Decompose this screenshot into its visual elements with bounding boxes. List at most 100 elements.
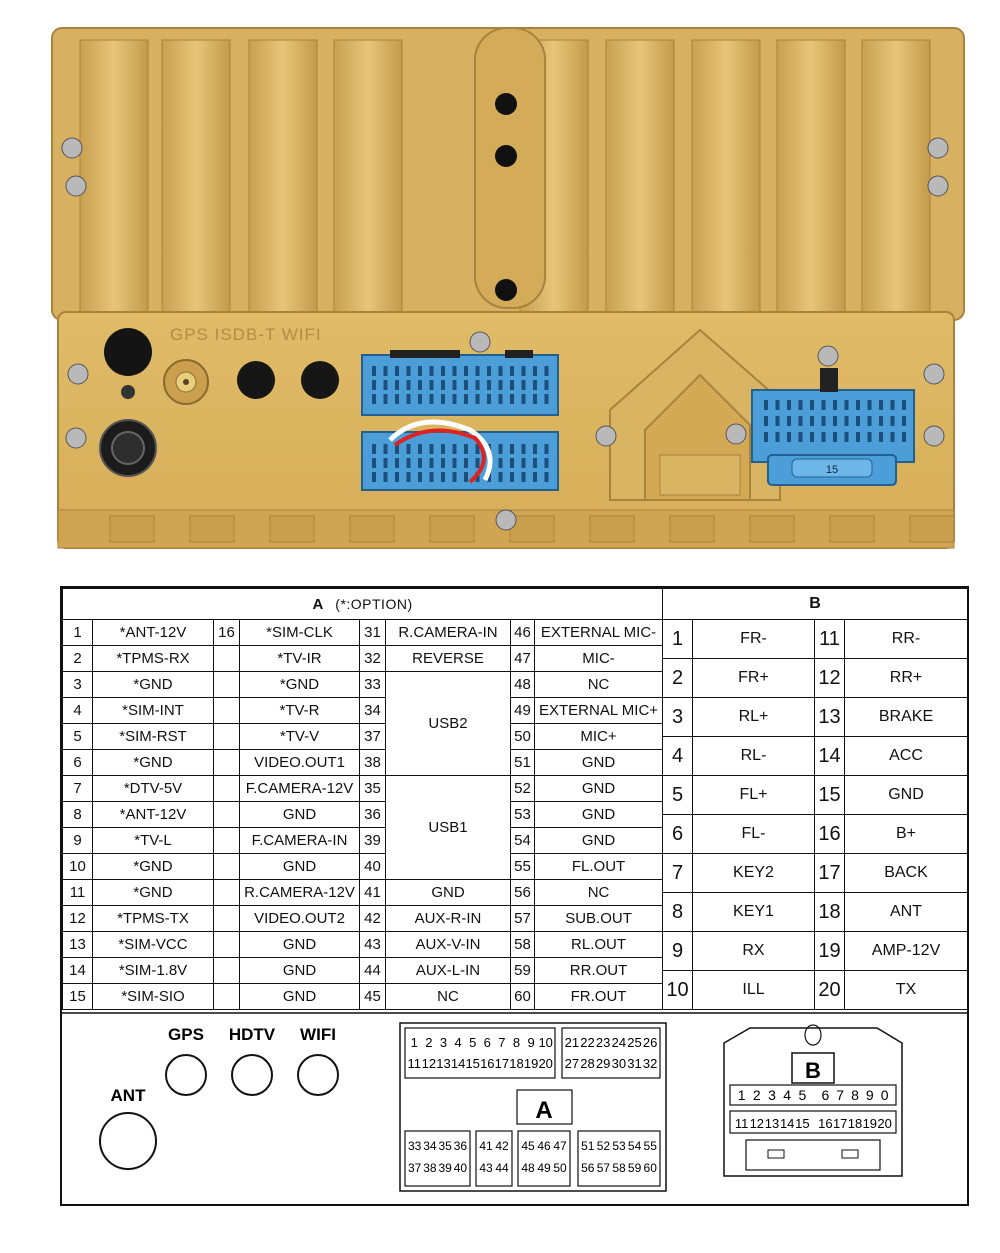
connector-pin <box>372 458 376 468</box>
connector-pin <box>844 432 849 442</box>
pin-function: AUX-R-IN <box>385 905 511 932</box>
fuse-label: 15 <box>826 464 838 476</box>
connector-pin <box>441 366 445 376</box>
pin-label: 18 <box>848 1116 862 1131</box>
pin-label: 1 <box>411 1035 418 1050</box>
connector-pin <box>890 400 895 410</box>
housing-foot <box>429 515 475 543</box>
unit-rear-photo: GPS ISDB-T WIFI 15 <box>0 0 1000 560</box>
mount-hole <box>495 145 517 167</box>
pin-label: 57 <box>597 1161 611 1175</box>
connector-pin <box>544 444 549 454</box>
connector-a-title: A <box>312 595 324 613</box>
screw-icon <box>65 427 87 449</box>
small-hole <box>121 385 135 399</box>
connector-b-label: B <box>805 1058 821 1083</box>
connector-a-label: A <box>535 1097 552 1124</box>
antenna-port-labels: GPS ISDB-T WIFI <box>170 325 322 344</box>
pin-label: 59 <box>628 1161 642 1175</box>
pin-label: 3 <box>440 1035 447 1050</box>
hdtv-label: HDTV <box>229 1025 276 1044</box>
heatsink-fin <box>605 39 675 313</box>
pin-number: 56 <box>510 879 535 906</box>
connector-pin <box>544 472 549 482</box>
pin-label: 19 <box>863 1116 877 1131</box>
connector-pin <box>787 432 791 442</box>
connector-pin <box>395 380 399 390</box>
connector-pin <box>510 458 514 468</box>
connector-pin <box>775 416 780 426</box>
pin-number: 47 <box>510 645 535 672</box>
mount-hole <box>495 93 517 115</box>
pin-label: 45 <box>521 1139 535 1153</box>
pin-function: GND <box>533 775 664 802</box>
pin-label: 0 <box>881 1087 889 1103</box>
pin-label: 30 <box>612 1056 626 1071</box>
pin-number: 40 <box>359 853 386 880</box>
pin-label: 3 <box>768 1087 776 1103</box>
connector-pin <box>487 366 491 376</box>
connector-b-photo[interactable]: 15 <box>751 368 915 486</box>
connector-pin <box>521 380 526 390</box>
pin-number: 60 <box>510 983 535 1010</box>
connector-pin <box>372 444 376 454</box>
screw-icon <box>67 363 89 385</box>
pin-function: VIDEO.OUT2 <box>239 905 360 932</box>
pin-number: 48 <box>510 671 535 698</box>
pin-number: 46 <box>510 619 535 646</box>
pin-number: 6 <box>662 814 693 854</box>
connector-pin <box>798 416 803 426</box>
pin-number: 50 <box>510 723 535 750</box>
connector-pin <box>475 444 480 454</box>
pin-function: ANT <box>844 892 968 932</box>
pin-label: 38 <box>423 1161 437 1175</box>
connector-pin <box>464 380 468 390</box>
connector-pin <box>867 416 872 426</box>
connector-pin <box>452 380 457 390</box>
pin-number: 7 <box>62 775 93 802</box>
connector-pin <box>441 444 445 454</box>
screw-icon <box>65 175 87 197</box>
pin-label: 35 <box>438 1139 452 1153</box>
connector-pin <box>395 472 399 482</box>
connector-pin <box>764 432 768 442</box>
pin-number: 51 <box>510 749 535 776</box>
pin-function: *ANT-12V <box>92 619 214 646</box>
pin-function: GND <box>385 879 511 906</box>
pin-label: 54 <box>628 1139 642 1153</box>
connector-pin <box>533 472 537 482</box>
connector-pin <box>879 432 883 442</box>
connector-pin <box>441 380 445 390</box>
connector-pin <box>787 400 791 410</box>
pin-number: 10 <box>62 853 93 880</box>
pin-function: GND <box>239 983 360 1010</box>
pin-label: 58 <box>612 1161 626 1175</box>
pin-label: 52 <box>597 1139 611 1153</box>
connector-pin <box>372 366 376 376</box>
pin-function: *SIM-CLK <box>239 619 360 646</box>
connector-pin <box>902 432 906 442</box>
pin-label: 18 <box>509 1056 523 1071</box>
connector-pin <box>856 400 860 410</box>
pin-label: 1 <box>738 1087 746 1103</box>
connector-pin <box>498 366 503 376</box>
pin-function: NC <box>533 671 664 698</box>
connector-pin <box>383 444 388 454</box>
connector-a-photo[interactable] <box>361 350 559 491</box>
pin-label: 14 <box>451 1056 465 1071</box>
pin-function: SUB.OUT <box>533 905 664 932</box>
pin-function: RR.OUT <box>533 957 664 984</box>
pin-function: GND <box>533 827 664 854</box>
pin-function: GND <box>239 801 360 828</box>
pin-label: 39 <box>438 1161 452 1175</box>
pin-number: 43 <box>359 931 386 958</box>
pin-label: 20 <box>877 1116 891 1131</box>
connector-pin <box>452 394 457 404</box>
